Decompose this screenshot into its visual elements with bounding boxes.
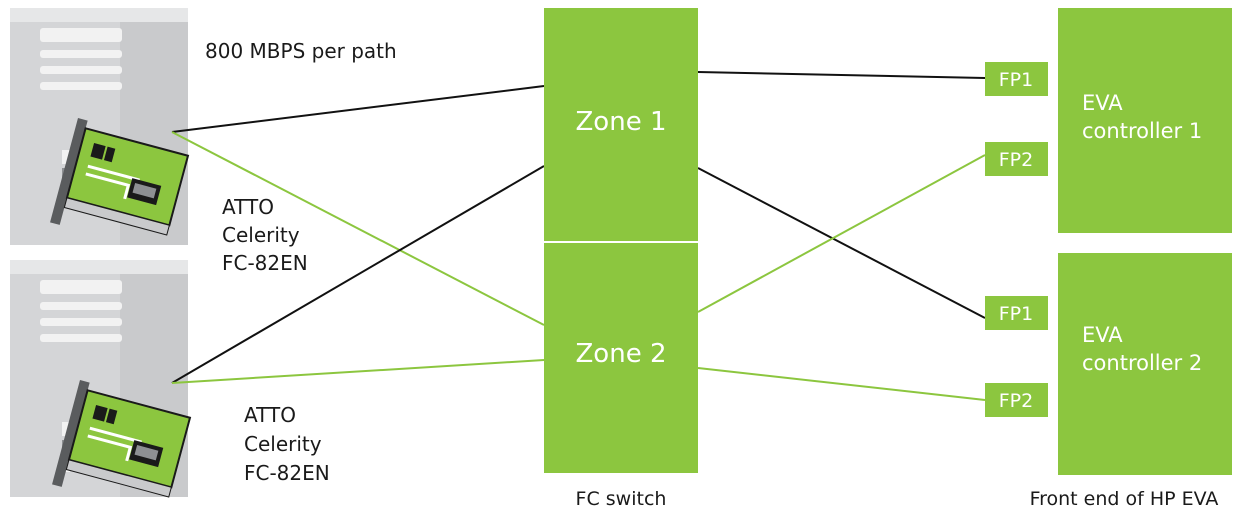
path-zone1-ctrl2-fp1 — [697, 167, 986, 319]
hba-label-line: FC-82EN — [222, 251, 308, 275]
path-zone2-ctrl2-fp2 — [697, 367, 986, 401]
path-host1-zone1 — [171, 85, 545, 133]
controller-label-line1: EVA — [1082, 91, 1123, 115]
server-top — [10, 8, 190, 245]
controller-label-line2: controller 1 — [1082, 119, 1202, 143]
controller-label-line1: EVA — [1082, 323, 1123, 347]
connections — [171, 71, 986, 401]
hba-label-line: ATTO — [244, 403, 296, 427]
hba-label-bottom: ATTO Celerity FC-82EN — [244, 403, 330, 485]
path-host2-zone1 — [171, 165, 545, 384]
hba-label-line: ATTO — [222, 195, 274, 219]
path-zone1-ctrl1-fp1 — [697, 71, 986, 79]
fc-switch-caption: FC switch — [576, 488, 667, 510]
path-zone2-ctrl1-fp2 — [697, 154, 986, 313]
hba-label-line: Celerity — [244, 432, 322, 456]
hba-label-line: Celerity — [222, 223, 300, 247]
port-fp1-label: FP1 — [999, 69, 1033, 91]
controller-label-line2: controller 2 — [1082, 351, 1202, 375]
eva-front-end-caption: Front end of HP EVA — [1030, 488, 1219, 510]
zone-2-label: Zone 2 — [576, 339, 667, 369]
port-fp2 — [985, 142, 1048, 176]
hba-label-line: FC-82EN — [244, 461, 330, 485]
controller-body — [1058, 253, 1232, 475]
server-bottom — [10, 260, 192, 498]
zone-1-label: Zone 1 — [576, 107, 667, 137]
hba-label-top: ATTO Celerity FC-82EN — [222, 195, 308, 275]
path-host2-zone2 — [171, 359, 545, 384]
hba-card-icon — [50, 118, 190, 236]
port-fp2-label: FP2 — [999, 390, 1033, 412]
port-fp2-label: FP2 — [999, 149, 1033, 171]
port-fp1-label: FP1 — [999, 303, 1033, 325]
path-host1-zone2 — [171, 131, 545, 326]
port-fp1 — [985, 62, 1048, 96]
hba-card-icon — [52, 380, 192, 498]
zone-2-block — [544, 243, 698, 473]
eva-controller-2: FP1 FP2 EVA controller 2 — [985, 253, 1232, 475]
port-fp2 — [985, 383, 1048, 417]
port-fp1 — [985, 296, 1048, 330]
eva-controller-1: FP1 FP2 EVA controller 1 — [985, 8, 1232, 233]
fc-switch: Zone 1 Zone 2 — [544, 8, 698, 473]
zone-1-block — [544, 8, 698, 241]
controller-body — [1058, 8, 1232, 233]
speed-label: 800 MBPS per path — [205, 39, 397, 63]
